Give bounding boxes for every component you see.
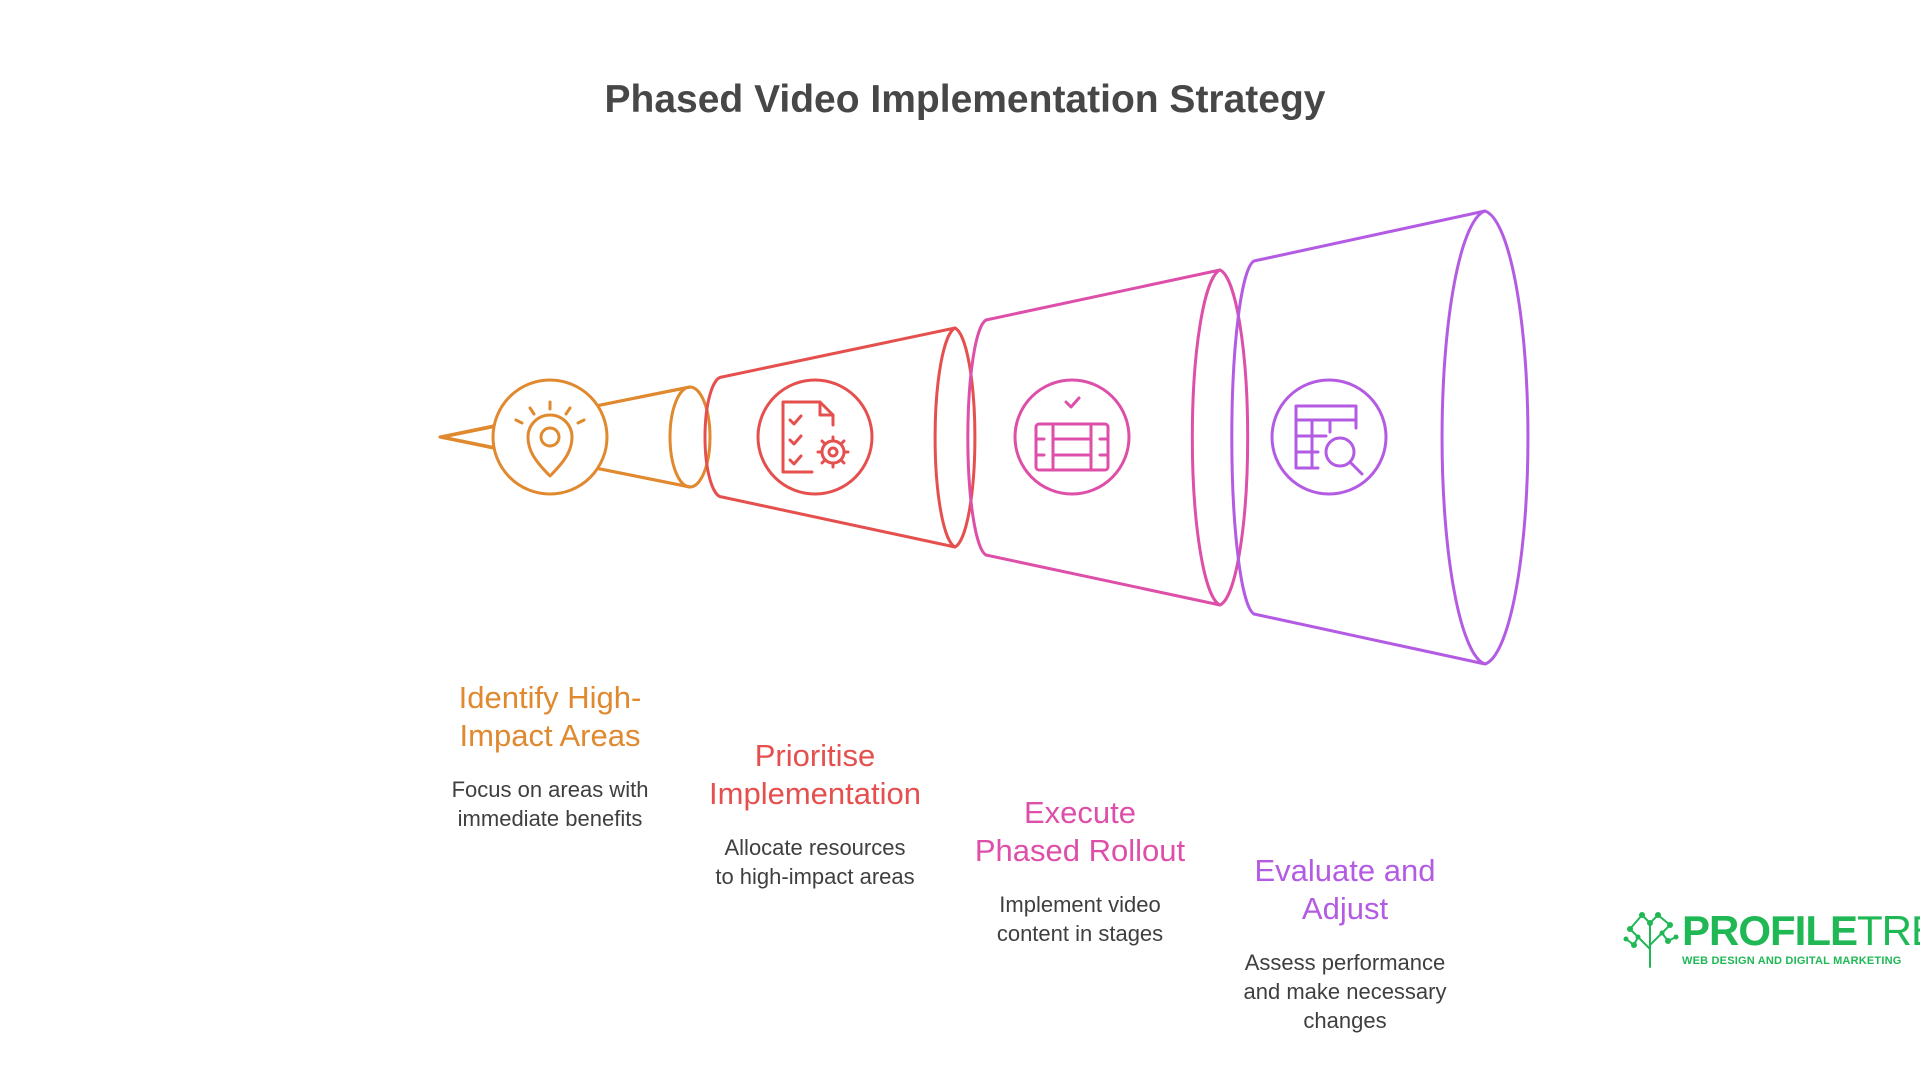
tree-network-icon <box>1623 912 1679 968</box>
step-1-title: Identify High- Impact Areas <box>458 680 642 753</box>
step-3-description: Implement video content in stages <box>996 892 1164 946</box>
step-4-title: Evaluate and Adjust <box>1254 853 1436 926</box>
film-strip-check-icon <box>1013 378 1131 496</box>
step-1-description: Focus on areas with immediate benefits <box>451 777 649 831</box>
logo-wordmark: PROFILETREE <box>1682 907 1920 954</box>
step-2-description: Allocate resources to high-impact areas <box>715 835 915 889</box>
location-pin-idea-icon <box>491 378 609 496</box>
step-3-title: Execute Phased Rollout <box>974 795 1186 868</box>
page-title: Phased Video Implementation Strategy <box>604 78 1326 121</box>
funnel-segment-2 <box>703 326 977 549</box>
table-magnifier-icon <box>1270 378 1388 496</box>
profiletree-logo: PROFILETREE WEB DESIGN AND DIGITAL MARKE… <box>1620 905 1920 975</box>
step-2-title: Prioritise Implementation <box>709 738 921 811</box>
checklist-gear-icon <box>756 378 874 496</box>
funnel-segment-3 <box>966 268 1250 607</box>
funnel-segment-4 <box>1230 209 1530 666</box>
logo-tagline: WEB DESIGN AND DIGITAL MARKETING <box>1682 955 1902 967</box>
step-4-description: Assess performance and make necessary ch… <box>1243 950 1447 1033</box>
